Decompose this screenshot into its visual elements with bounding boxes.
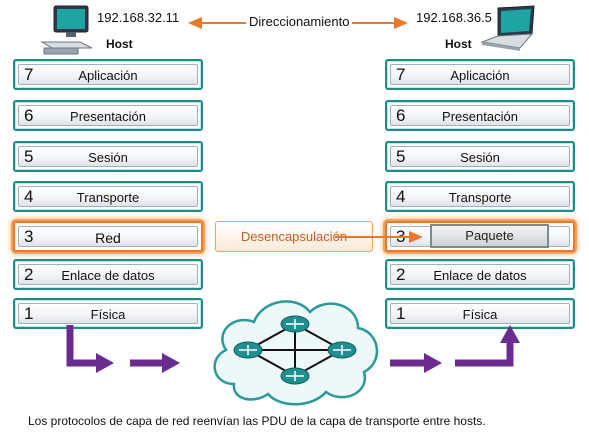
layer-number: 4	[396, 187, 406, 206]
flow-arrow-right-up	[455, 339, 514, 367]
left-layer-5: 5 Sesión	[13, 141, 203, 172]
left-layer-1: 1 Física	[13, 298, 203, 329]
right-layer-6: 6 Presentación	[385, 100, 575, 131]
layer-name: Transporte	[76, 190, 140, 205]
layer-name: Sesión	[88, 150, 128, 165]
packet-box: Paquete	[430, 224, 549, 248]
right-host-ip: 192.168.36.5	[416, 10, 492, 25]
layer-name: Aplicación	[78, 68, 138, 83]
router-icon	[233, 341, 263, 359]
layer-number: 6	[396, 106, 406, 125]
right-layer-1: 1 Física	[385, 298, 575, 329]
flow-arrow-head	[162, 353, 180, 373]
left-host-label: Host	[106, 37, 133, 51]
right-layer-4: 4 Transporte	[385, 181, 575, 212]
addressing-label: Direccionamiento	[246, 14, 353, 29]
left-layer-4: 4 Transporte	[13, 181, 203, 212]
router-icon	[280, 367, 310, 385]
left-layer-7: 7 Aplicación	[13, 59, 203, 90]
layer-name: Transporte	[448, 190, 512, 205]
left-layer-6: 6 Presentación	[13, 100, 203, 131]
layer-name: Presentación	[442, 109, 518, 124]
layer-number: 3	[24, 227, 34, 246]
layer-number: 4	[24, 187, 34, 206]
left-layer-2: 2 Enlace de datos	[13, 259, 203, 290]
layer-number: 1	[396, 304, 406, 323]
laptop-computer-icon	[480, 5, 535, 51]
network-cloud	[213, 300, 379, 406]
right-host-label: Host	[445, 37, 472, 51]
layer-number: 1	[24, 304, 34, 323]
layer-name: Sesión	[460, 150, 500, 165]
caption: Los protocolos de capa de red reenvían l…	[28, 414, 486, 428]
layer-number: 5	[24, 147, 34, 166]
layer-name: Física	[90, 307, 126, 322]
flow-arrow-head	[96, 353, 114, 373]
router-icon	[280, 315, 310, 333]
left-host-ip: 192.168.32.11	[97, 10, 180, 25]
layer-number: 7	[396, 65, 406, 84]
flow-arrow-down-right	[66, 325, 100, 367]
layer-number: 2	[24, 265, 34, 284]
layer-name: Presentación	[70, 109, 146, 124]
flow-arrows	[66, 325, 520, 373]
layer-number: 6	[24, 106, 34, 125]
right-layer-5: 5 Sesión	[385, 141, 575, 172]
flow-arrow-head	[500, 325, 520, 343]
right-layer-2: 2 Enlace de datos	[385, 259, 575, 290]
layer-number: 2	[396, 265, 406, 284]
layer-number: 5	[396, 147, 406, 166]
right-layer-7: 7 Aplicación	[385, 59, 575, 90]
left-layer-3: 3 Red	[13, 221, 203, 252]
layer-name: Física	[462, 307, 498, 322]
desktop-computer-icon	[40, 5, 93, 55]
flow-arrow-head	[424, 353, 442, 373]
decapsulation-arrow	[335, 231, 423, 243]
layer-number: 7	[24, 65, 34, 84]
layer-name: Enlace de datos	[433, 268, 527, 283]
layer-name: Enlace de datos	[61, 268, 155, 283]
layer-name: Aplicación	[450, 68, 510, 83]
router-icon	[327, 341, 357, 359]
layer-name: Red	[95, 230, 121, 246]
